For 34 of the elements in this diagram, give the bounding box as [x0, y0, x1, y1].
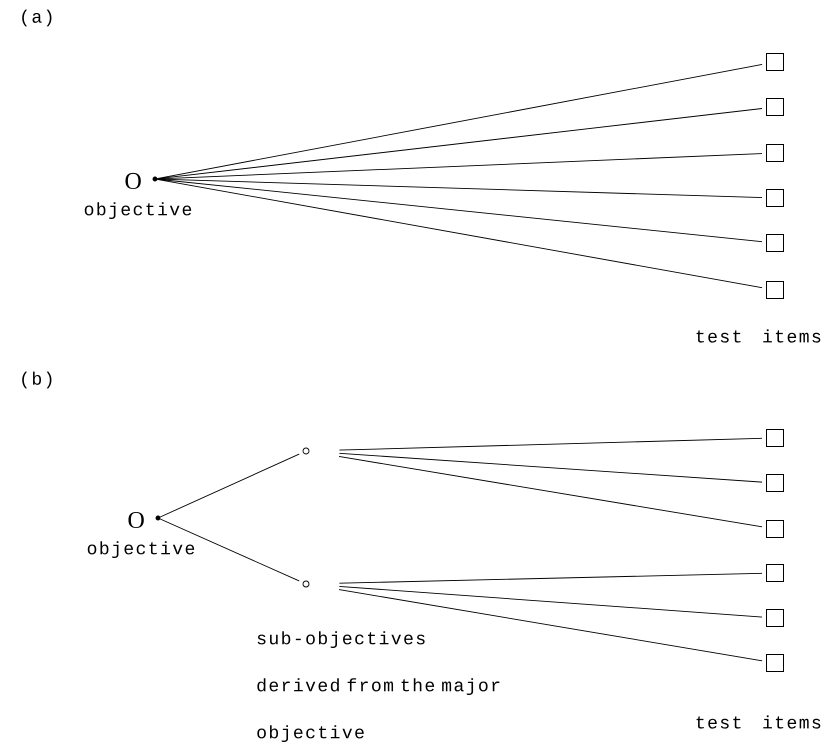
panel-label: (b): [22, 372, 52, 388]
letter-label: O: [125, 172, 141, 190]
line: [339, 438, 762, 451]
line: [156, 108, 762, 180]
line: [338, 456, 763, 528]
square-box: [766, 281, 784, 299]
square-box: [766, 564, 784, 582]
line: [338, 589, 763, 662]
square-box: [766, 53, 784, 71]
square-box: [766, 189, 784, 207]
caption-text: sub-objectives derived from the major objective: [257, 631, 500, 742]
square-box: [766, 654, 784, 672]
caption-text: test items: [696, 329, 820, 343]
line: [157, 178, 762, 198]
line: [338, 452, 762, 483]
node-label: objective: [84, 202, 192, 219]
panel-label: (a): [22, 10, 52, 26]
letter-label: O: [128, 512, 144, 528]
square-box: [766, 474, 784, 492]
square-box: [766, 234, 784, 252]
square-box: [766, 429, 784, 447]
line: [338, 586, 762, 618]
line: [339, 572, 762, 584]
square-box: [766, 520, 784, 538]
square-box: [766, 98, 784, 116]
line: [157, 178, 762, 242]
square-box: [766, 609, 784, 627]
line: [160, 454, 300, 518]
line: [156, 178, 763, 288]
line: [160, 518, 300, 582]
node-label: objective: [88, 541, 194, 558]
line: [156, 64, 763, 179]
caption-text: test items: [696, 715, 820, 729]
square-box: [766, 144, 784, 162]
